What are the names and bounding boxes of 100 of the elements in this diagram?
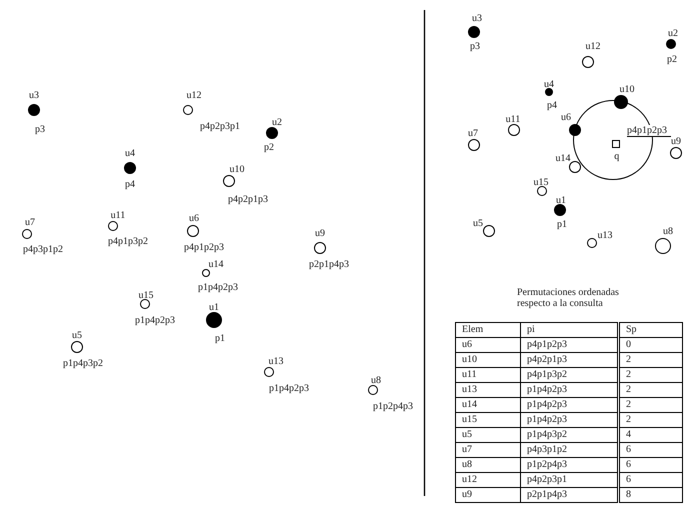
point-name: u1 — [209, 302, 219, 313]
table-cell: u14 — [456, 398, 520, 412]
point-marker — [614, 95, 628, 109]
table-cell: p4p2p1p3 — [520, 352, 618, 368]
point-name: u9 — [671, 136, 681, 147]
point-marker — [187, 225, 199, 237]
permutation-label: p2p1p4p3 — [309, 259, 349, 270]
permutation-label: p2 — [264, 142, 274, 153]
permutation-label: p1p4p2p3 — [198, 282, 238, 293]
table-cell: 2 — [618, 352, 682, 368]
point-name: u8 — [663, 226, 673, 237]
permutation-label: p2 — [667, 54, 677, 65]
table-cell: p1p4p2p3 — [520, 398, 618, 412]
permutation-label: p1p2p4p3 — [373, 401, 413, 412]
point-marker — [554, 204, 566, 216]
column-header: Elem — [456, 322, 520, 338]
table-cell: p4p3p1p2 — [520, 442, 618, 458]
point-name: u6 — [561, 112, 571, 123]
point-name: u13 — [598, 230, 612, 241]
point-name: u3 — [472, 13, 482, 24]
table-cell: u15 — [456, 412, 520, 428]
permutation-label: p4 — [547, 100, 557, 111]
point-name: u7 — [468, 128, 478, 139]
permutation-label: p4 — [125, 179, 135, 190]
table-cell: 6 — [618, 472, 682, 488]
point-name: u4 — [544, 79, 554, 90]
point-name: u12 — [586, 41, 600, 52]
column-header: Sp — [618, 322, 682, 338]
table-cell: p1p4p2p3 — [520, 412, 618, 428]
permutation-label: p4p1p3p2 — [108, 236, 148, 247]
point-marker — [108, 221, 118, 231]
point-name: u14 — [556, 153, 570, 164]
point-name: u3 — [29, 90, 39, 101]
permutation-label: p4p2p1p3 — [228, 194, 268, 205]
point-marker — [582, 56, 594, 68]
table-cell: 6 — [618, 442, 682, 458]
point-marker — [202, 269, 210, 277]
point-name: u10 — [230, 164, 244, 175]
point-name: u5 — [473, 218, 483, 229]
point-name: u7 — [25, 217, 35, 228]
permutation-label: p1 — [557, 219, 567, 230]
point-name: u10 — [620, 84, 634, 95]
query-point-square — [612, 140, 620, 148]
permutation-label: p3 — [35, 124, 45, 135]
table-cell: u12 — [456, 472, 520, 488]
table-cell: u7 — [456, 442, 520, 458]
table-cell: u5 — [456, 428, 520, 442]
point-marker — [545, 88, 553, 96]
permutation-label: p4p1p2p3 — [627, 125, 671, 137]
point-marker — [508, 124, 520, 136]
table-cell: p2p1p4p3 — [520, 488, 618, 502]
point-name: u8 — [371, 375, 381, 386]
permutation-label: p4p2p3p1 — [200, 121, 240, 132]
point-marker — [264, 367, 274, 377]
table-cell: u13 — [456, 382, 520, 398]
table-cell: u10 — [456, 352, 520, 368]
point-marker — [537, 186, 547, 196]
point-marker — [223, 175, 235, 187]
table-cell: u9 — [456, 488, 520, 502]
column-header: pi — [520, 322, 618, 338]
point-marker — [124, 162, 136, 174]
table-cell: 2 — [618, 398, 682, 412]
point-name: u2 — [272, 117, 282, 128]
point-name: u13 — [268, 356, 284, 367]
point-marker — [666, 39, 676, 49]
point-marker — [569, 161, 581, 173]
point-marker — [140, 299, 150, 309]
table-cell: 6 — [618, 458, 682, 472]
table-cell: 0 — [618, 338, 682, 352]
point-marker — [71, 341, 83, 353]
point-marker — [468, 26, 480, 38]
table-cell: p1p4p3p2 — [520, 428, 618, 442]
point-name: u11 — [506, 114, 520, 125]
table-cell: u8 — [456, 458, 520, 472]
point-marker — [314, 242, 326, 254]
point-name: u5 — [72, 330, 82, 341]
point-name: u14 — [208, 259, 224, 270]
point-marker — [587, 238, 597, 248]
point-marker — [183, 105, 193, 115]
permutation-label: p1 — [215, 333, 225, 344]
permutation-label: p1p4p3p2 — [63, 358, 103, 369]
table-cell: p4p2p3p1 — [520, 472, 618, 488]
point-name: u15 — [138, 290, 154, 301]
table-cell: p1p2p4p3 — [520, 458, 618, 472]
point-marker — [569, 124, 581, 136]
table-cell: 4 — [618, 428, 682, 442]
point-name: u12 — [186, 90, 202, 101]
permutation-label: p1p4p2p3 — [135, 315, 175, 326]
table-caption: Permutaciones ordenadas respecto a la consulta — [517, 287, 620, 309]
point-marker — [655, 238, 671, 254]
point-marker — [670, 147, 682, 159]
permutation-label: p4p3p1p2 — [23, 244, 63, 255]
point-marker — [468, 139, 480, 151]
point-name: u6 — [189, 213, 199, 224]
point-name: u4 — [125, 148, 135, 159]
table-cell: p1p4p2p3 — [520, 382, 618, 398]
point-marker — [22, 229, 32, 239]
point-name: u11 — [110, 210, 126, 221]
table-cell: p4p1p2p3 — [520, 338, 618, 352]
point-name: q — [614, 150, 620, 162]
